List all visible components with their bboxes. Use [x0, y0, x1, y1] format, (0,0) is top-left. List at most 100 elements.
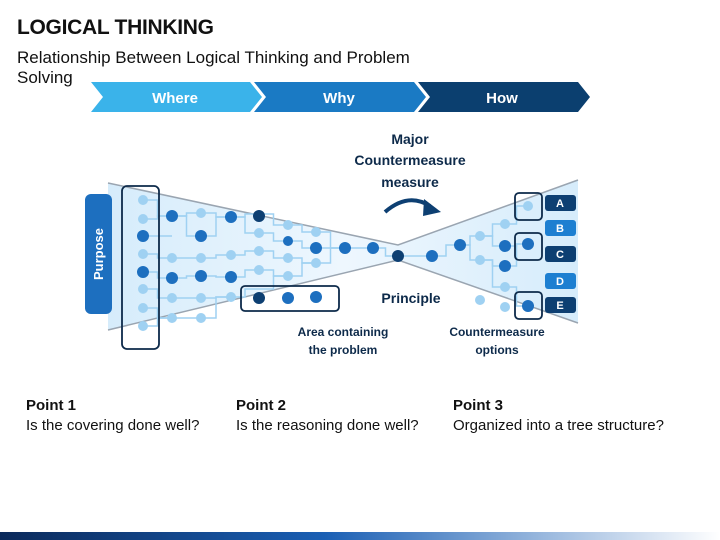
principle-node	[392, 250, 404, 262]
tree-node	[138, 303, 148, 313]
tree-node	[500, 282, 510, 292]
tree-node	[254, 228, 264, 238]
purpose-leaf-highlight	[121, 185, 160, 350]
countermeasure-arrowhead	[423, 199, 441, 216]
option-b: B	[545, 220, 576, 236]
option-label: A	[556, 198, 564, 210]
tree-node	[167, 253, 177, 263]
option-box	[545, 220, 576, 236]
option-label: B	[556, 223, 564, 235]
footer-bar	[0, 532, 720, 540]
option-box	[545, 195, 576, 211]
tree-node	[138, 195, 148, 205]
tree-node	[499, 240, 511, 252]
tree-node	[195, 270, 207, 282]
tree-node	[283, 253, 293, 263]
tree-connector	[231, 269, 259, 278]
point-text: Is the reasoning done well?	[236, 417, 419, 434]
tree-node	[196, 293, 206, 303]
tree-node	[522, 300, 534, 312]
tree-connector	[505, 205, 528, 225]
tree-connector	[480, 235, 505, 247]
tree-node	[167, 293, 177, 303]
point-3: Point 3 Organized into a tree structure?	[453, 396, 664, 436]
area-label-line: the problem	[309, 343, 378, 357]
tree-connector	[259, 250, 288, 259]
tree-connector	[288, 262, 316, 277]
tree-node	[500, 219, 510, 229]
tree-connector	[259, 232, 288, 242]
tree-connector	[172, 275, 201, 279]
tree-node	[283, 271, 293, 281]
tree-node	[226, 292, 236, 302]
tree-node	[475, 231, 485, 241]
tree-connector	[231, 250, 259, 256]
option-label: D	[556, 276, 564, 288]
option-label: E	[556, 300, 563, 312]
point-text: Is the covering done well?	[26, 417, 200, 434]
page-subtitle: Relationship Between Logical Thinking an…	[17, 48, 410, 87]
tree-node	[254, 246, 264, 256]
tree-node	[138, 321, 148, 331]
option-a: A	[545, 195, 576, 211]
point-text: Organized into a tree structure?	[453, 417, 664, 434]
tree-connector	[143, 317, 172, 327]
tree-connector	[201, 254, 231, 259]
tree-connector	[231, 288, 259, 298]
tree-connectors	[143, 199, 528, 327]
major-countermeasure-line: Major	[391, 131, 429, 147]
point-heading: Point 2	[236, 397, 287, 414]
page-title: LOGICAL THINKING	[17, 16, 214, 39]
tree-node	[138, 249, 148, 259]
options-label-line: Countermeasure	[449, 325, 545, 339]
flow-arrow-label: Why	[323, 90, 355, 107]
flow-arrows: Where Why How	[91, 82, 590, 112]
option-box	[545, 297, 576, 313]
flow-arrow-label: How	[486, 90, 518, 107]
flow-arrow-why: Why	[254, 82, 426, 112]
countermeasure-options: A B C DE	[545, 195, 576, 313]
tree-connector	[316, 247, 345, 264]
tree-node	[196, 313, 206, 323]
tree-node	[195, 230, 207, 242]
tree-connector	[143, 253, 172, 259]
point-heading: Point 3	[453, 397, 504, 414]
tree-node	[166, 210, 178, 222]
tree-node	[253, 292, 265, 304]
tree-connector	[373, 247, 398, 257]
tree-connector	[259, 275, 288, 290]
tree-node	[196, 253, 206, 263]
major-countermeasure-label: Major Countermeasure measure	[354, 131, 465, 190]
major-countermeasure-line: Countermeasure	[354, 152, 465, 168]
tree-node	[454, 239, 466, 251]
tree-node	[283, 220, 293, 230]
tree-connector	[201, 216, 231, 237]
option-d: D	[545, 273, 576, 289]
tree-node	[522, 238, 534, 250]
tree-node	[225, 271, 237, 283]
option-highlight-e	[514, 291, 543, 320]
tree-node	[523, 201, 533, 211]
tree-node	[311, 258, 321, 268]
tree-connector	[143, 288, 172, 299]
tree-node	[426, 250, 438, 262]
option-box	[545, 246, 576, 262]
tree-node	[226, 250, 236, 260]
tree-node	[138, 214, 148, 224]
point-2: Point 2 Is the reasoning done well?	[236, 396, 419, 436]
major-countermeasure-line: measure	[381, 174, 439, 190]
purpose-label: Purpose	[91, 228, 106, 280]
tree-connector	[143, 215, 172, 220]
principle-label: Principle	[381, 290, 440, 306]
option-label: C	[556, 249, 564, 261]
tree-node	[138, 284, 148, 294]
point-1: Point 1 Is the covering done well?	[26, 396, 199, 436]
tree-connector	[172, 215, 201, 237]
tree-node	[339, 242, 351, 254]
tree-connector	[201, 275, 231, 278]
tree-connector	[288, 224, 316, 233]
tree-connector	[201, 296, 231, 319]
tree-connector	[480, 259, 505, 288]
tree-connector	[143, 271, 172, 279]
